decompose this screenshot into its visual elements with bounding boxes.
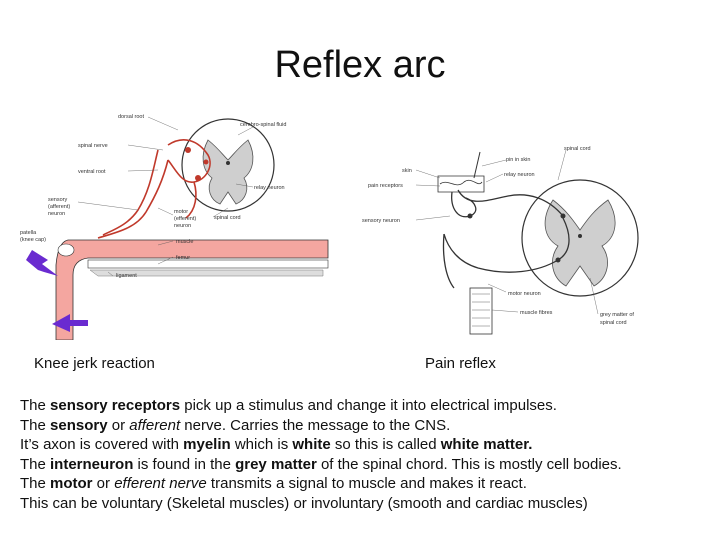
label-grey-matter-1: grey matter of	[600, 312, 634, 318]
label-patella-2: (knee cap)	[20, 237, 46, 243]
label-grey-matter-2: spinal cord	[600, 320, 627, 326]
label-spinal-nerve: spinal nerve	[78, 143, 108, 149]
pain-reflex-diagram: spinal cord pin in skin skin relay neuro…	[362, 146, 639, 335]
label-motor-neuron-1: motor	[174, 209, 188, 215]
label-pain-receptors: pain receptors	[368, 183, 403, 189]
term-myelin: myelin	[183, 436, 231, 454]
pain-neuron-cell-bodies	[467, 213, 566, 263]
label-pain-relay-neuron: relay neuron	[504, 172, 535, 178]
body-line-5: The motor or efferent nerve transmits a …	[20, 475, 527, 493]
label-sensory-neuron-1: sensory	[48, 197, 68, 203]
pain-reflex-caption: Pain reflex	[425, 355, 496, 372]
body-line-1: The sensory receptors pick up a stimulus…	[20, 397, 557, 414]
label-pin-in-skin: pin in skin	[506, 157, 530, 163]
body-line-4: The interneuron is found in the grey mat…	[20, 455, 622, 473]
label-motor-neuron-3: neuron	[174, 223, 191, 229]
muscle-fibres	[469, 287, 493, 335]
skin-strip	[437, 151, 485, 193]
body-line-3: It’s axon is covered with myelin which i…	[20, 436, 533, 454]
term-sensory: sensory	[50, 416, 108, 434]
spinal-cord-section	[181, 118, 275, 212]
response-arrow	[52, 314, 88, 332]
reflex-neuron-path	[97, 139, 211, 239]
term-white-matter: white matter.	[440, 436, 533, 454]
knee-jerk-caption: Knee jerk reaction	[34, 355, 155, 372]
label-cerebro-spinal-fluid: cerebro-spinal fluid	[240, 122, 286, 128]
body-line-6: This can be voluntary (Skeletal muscles)…	[20, 494, 588, 512]
leg-section	[55, 239, 329, 340]
term-interneuron: interneuron	[50, 455, 134, 473]
stimulus-arrow	[26, 250, 58, 276]
label-muscle-fibres: muscle fibres	[520, 310, 553, 316]
explanation-text: The sensory receptors pick up a stimulus…	[20, 396, 710, 514]
label-sensory-neuron-3: neuron	[48, 211, 65, 217]
label-patella-1: patella	[20, 230, 37, 236]
term-efferent-nerve: efferent nerve	[114, 475, 207, 493]
term-sensory-receptors: sensory receptors	[50, 397, 181, 414]
knee-jerk-diagram: dorsal root cerebro-spinal fluid spinal …	[20, 114, 329, 340]
term-afferent: afferent	[129, 416, 181, 434]
slide-title: Reflex arc	[274, 44, 446, 86]
label-skin: skin	[402, 168, 412, 174]
label-sensory-neuron-2: (afferent)	[48, 204, 70, 210]
label-relay-neuron: relay neuron	[254, 185, 285, 191]
label-pain-spinal-cord: spinal cord	[564, 146, 591, 152]
label-motor-neuron-2: (efferent)	[174, 216, 196, 222]
label-ligament: ligament	[116, 273, 137, 279]
body-line-2: The sensory or afferent nerve. Carries t…	[20, 416, 451, 434]
label-pain-sensory-neuron: sensory neuron	[362, 218, 400, 224]
label-ventral-root: ventral root	[78, 169, 106, 175]
pain-spinal-cord-section	[521, 179, 639, 297]
label-femur: femur	[176, 255, 190, 261]
label-spinal-cord: spinal cord	[214, 215, 241, 221]
label-pain-motor-neuron: motor neuron	[508, 291, 541, 297]
label-dorsal-root: dorsal root	[118, 114, 144, 120]
term-white: white	[292, 436, 331, 454]
term-motor: motor	[50, 475, 93, 493]
neuron-cell-bodies	[185, 147, 209, 181]
term-grey-matter: grey matter	[235, 455, 317, 473]
label-muscle: muscle	[176, 239, 193, 245]
